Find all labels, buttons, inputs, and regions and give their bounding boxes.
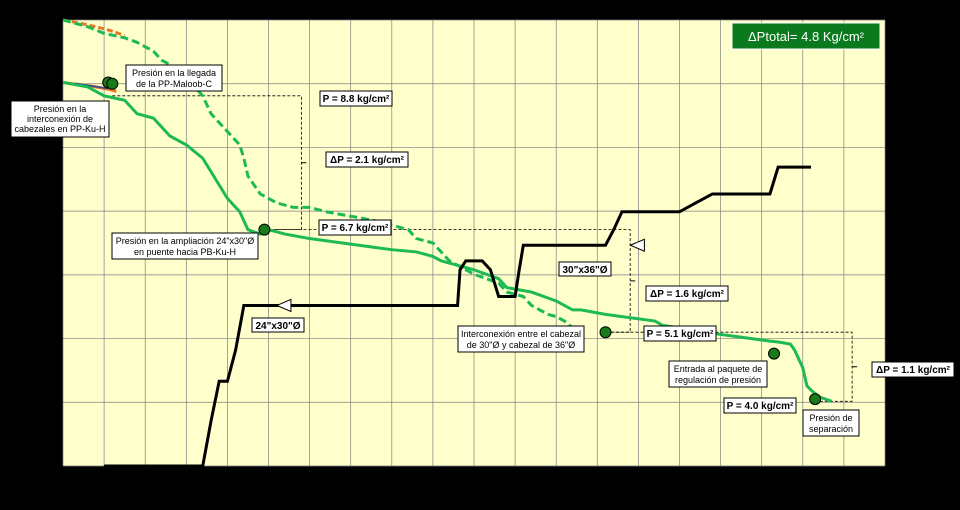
callout-cabezal-1: Interconexión entre el cabezal (461, 329, 581, 339)
callout-paquete-1: Entrada al paquete de (674, 364, 763, 374)
callout-ampliacion-1: Presión en la ampliación 24"x30"Ø (116, 236, 254, 246)
point-marker-2 (258, 223, 271, 236)
delta-label-2-1: ΔP = 2.1 kg/cm² (330, 155, 405, 166)
callout-separacion-2: separación (809, 424, 853, 434)
point-marker-4 (768, 347, 781, 360)
orange-start-trace-top (62, 18, 126, 38)
pressure-label-4-0: P = 4.0 kg/cm² (727, 401, 794, 412)
pressure-label-8-8: P = 8.8 kg/cm² (323, 94, 390, 105)
pressure-label-6-7: P = 6.7 kg/cm² (322, 223, 389, 234)
pressure-label-5-1: P = 5.1 kg/cm² (647, 329, 714, 340)
flow-arrow-1 (629, 238, 645, 252)
pipe-label-30x36: 30"x36"Ø (562, 265, 607, 276)
point-marker-1 (106, 77, 119, 90)
callout-cabezal-2: de 30"Ø y cabezal de 36"Ø (467, 340, 575, 350)
guide-lines (112, 95, 858, 402)
callout-ampliacion-2: en puente hacia PB-Ku-H (134, 247, 236, 257)
series-line-2 (104, 165, 812, 468)
callout-paquete-2: regulación de presión (675, 375, 761, 385)
callout-llegada-1: Presión en la llegada (132, 68, 216, 78)
callout-interconexion-1: Presión en la (34, 104, 87, 114)
delta-label-1-6: ΔP = 1.6 kg/cm² (650, 289, 725, 300)
total-label: ΔPtotal= 4.8 Kg/cm² (748, 29, 865, 44)
series-layer (62, 18, 833, 468)
points-layer (102, 76, 822, 406)
callout-llegada-2: de la PP-Maloob-C (136, 79, 213, 89)
callout-interconexion-3: cabezales en PP-Ku-H (14, 124, 105, 134)
callout-separacion-1: Presión de (809, 413, 852, 423)
point-marker-5 (809, 393, 822, 406)
flow-arrow-0 (275, 298, 292, 313)
total-box (731, 22, 881, 50)
series-line-0 (62, 80, 833, 403)
pipe-label-24x30: 24"x30"Ø (255, 321, 300, 332)
callout-interconexion-2: interconexión de (27, 114, 93, 124)
delta-label-1-1: ΔP = 1.1 kg/cm² (876, 365, 951, 376)
series-line-1 (62, 18, 574, 329)
point-marker-3 (599, 326, 612, 339)
